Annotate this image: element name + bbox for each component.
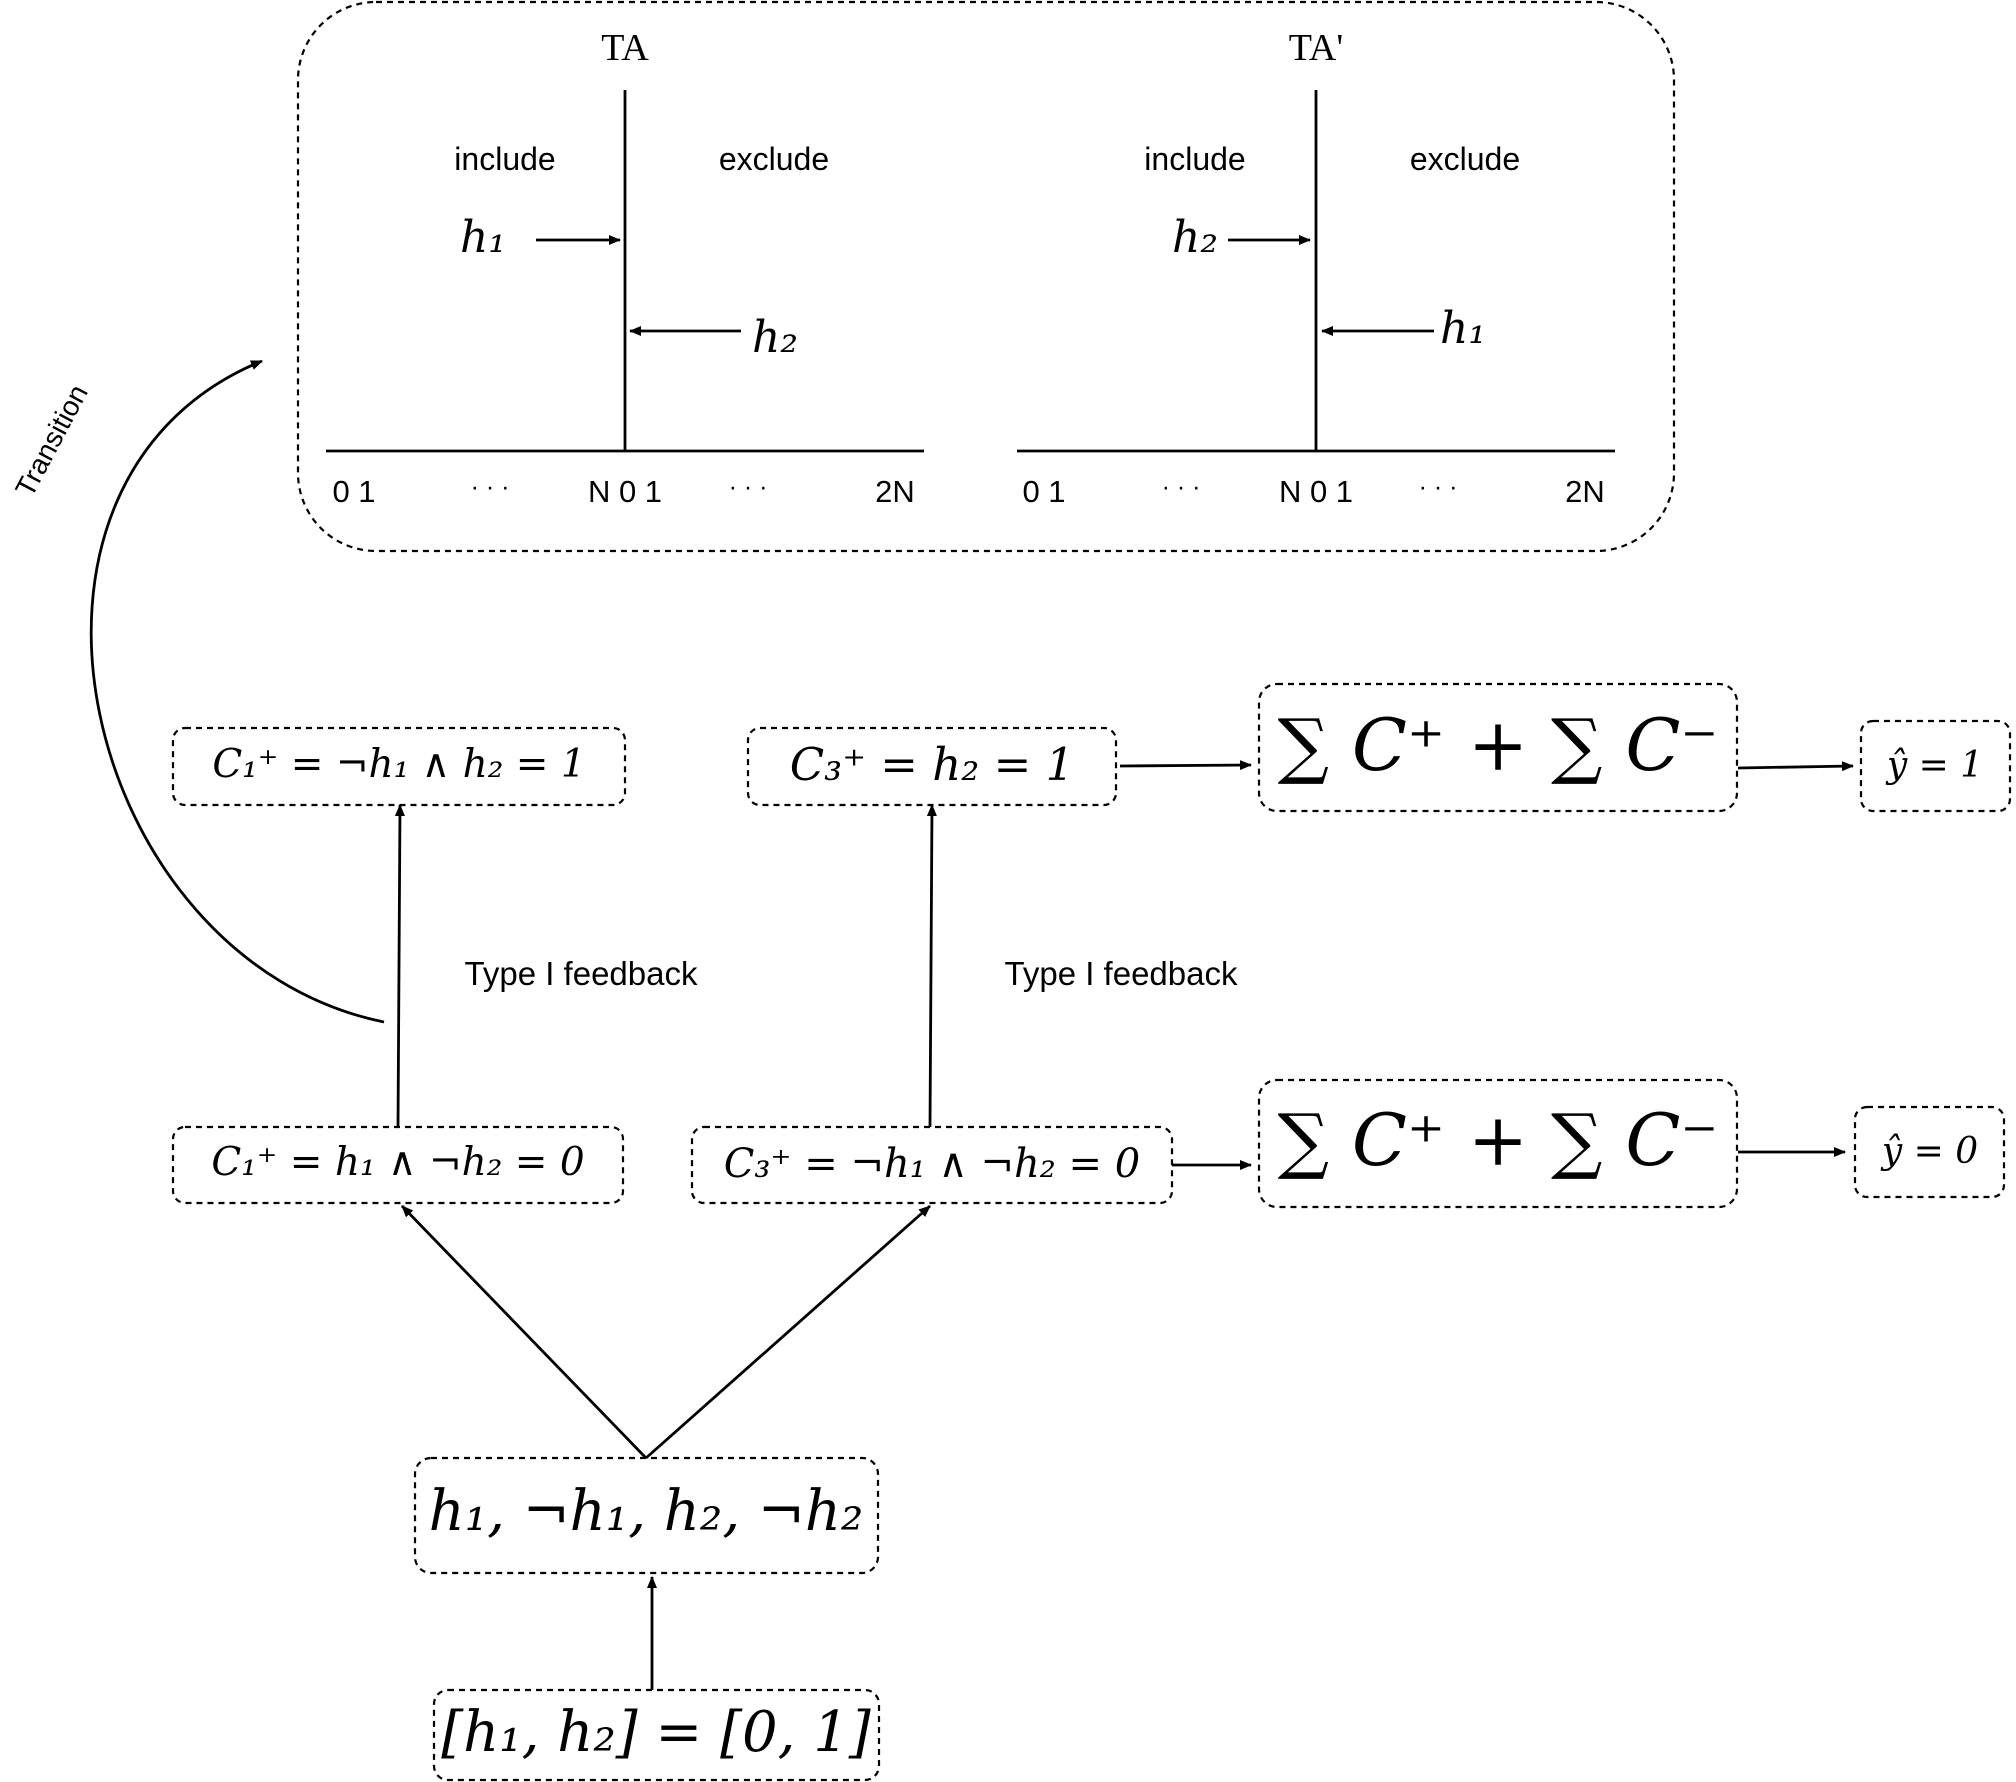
ta-prime-tick-2n: 2N	[1565, 474, 1605, 509]
output-bottom-box	[1853, 1105, 2006, 1199]
sum-bottom-box	[1257, 1078, 1739, 1209]
ta-tick-ellipsis-right: · · ·	[729, 473, 768, 501]
ta-title: TA	[601, 27, 649, 69]
ta-prime-include-label: include	[1144, 141, 1245, 177]
ta-panel-box	[296, 0, 1676, 553]
literals-text: h₁, ¬h₁, h₂, ¬h₂	[429, 1479, 864, 1544]
clause-c1-bottom-text: C₁⁺ = h₁ ∧ ¬h₂ = 0	[211, 1140, 584, 1185]
arrow-c1-bottom-to-top	[394, 804, 405, 1128]
clause-c1-top-text: C₁⁺ = ¬h₁ ∧ h₂ = 1	[212, 742, 585, 787]
ta-prime-tick-middle: N 0 1	[1279, 474, 1353, 509]
ta-prime-left-literal: h₂	[1172, 212, 1218, 263]
feedback-left-label: Type I feedback	[465, 955, 698, 992]
ta-prime-tick-ellipsis-right: · · ·	[1419, 473, 1458, 501]
ta-tick-2n: 2N	[875, 474, 915, 509]
ta-prime-tick-ellipsis-left: · · ·	[1162, 473, 1201, 501]
ta-tick-0-1: 0 1	[332, 474, 375, 509]
transition-label: Transition	[9, 379, 94, 501]
arrow-c3-bottom-to-top	[926, 804, 937, 1128]
ta-include-label: include	[454, 141, 555, 177]
transition-arrow	[89, 359, 385, 1024]
input-text: [h₁, h₂] = [0, 1]	[441, 1700, 871, 1765]
ta-prime-title: TA'	[1289, 27, 1343, 69]
sum-top-text: ∑ C⁺ + ∑ C⁻	[1278, 703, 1719, 787]
ta-prime-exclude-label: exclude	[1410, 141, 1520, 177]
output-bottom-text: ŷ = 0	[1880, 1131, 1978, 1172]
input-box	[432, 1688, 881, 1782]
clause-c3-top-text: C₃⁺ = h₂ = 1	[790, 738, 1075, 791]
output-top-box	[1859, 719, 2012, 813]
arrow-literals-to-c3-bottom	[645, 1204, 931, 1460]
feedback-right-label: Type I feedback	[1005, 955, 1238, 992]
arrow-c3-top-to-sum	[1119, 760, 1252, 771]
clause-c1-top-box	[171, 726, 627, 807]
ta-left-literal: h₁	[460, 212, 506, 263]
ta-right-literal: h₂	[752, 312, 798, 363]
ta-tick-ellipsis-left: · · ·	[471, 473, 510, 501]
ta-prime-tick-0-1: 0 1	[1022, 474, 1065, 509]
output-top-text: ŷ = 1	[1885, 745, 1983, 786]
ta-exclude-label: exclude	[719, 141, 829, 177]
sum-top-box	[1257, 682, 1739, 813]
literals-box	[413, 1456, 880, 1575]
arrow-literals-to-c1-bottom	[400, 1205, 648, 1459]
ta-tick-middle: N 0 1	[588, 474, 662, 509]
ta-prime-right-literal: h₁	[1440, 303, 1486, 354]
clause-c3-bottom-text: C₃⁺ = ¬h₁ ∧ ¬h₂ = 0	[724, 1141, 1140, 1187]
arrow-sum-top-to-output	[1737, 761, 1854, 772]
sum-bottom-text: ∑ C⁺ + ∑ C⁻	[1278, 1098, 1719, 1182]
